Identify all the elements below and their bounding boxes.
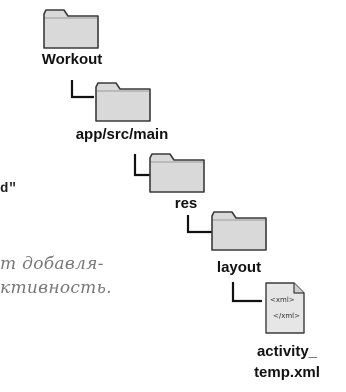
connector-workout-to-main — [70, 80, 94, 99]
connector-layout-to-file — [231, 282, 262, 303]
folder-icon — [95, 82, 151, 122]
xml-file-tag-close: </xml> — [273, 312, 300, 320]
xml-file-tag-open: <xml> — [270, 296, 295, 304]
folder-label-res: res — [174, 195, 198, 212]
folder-label-layout: layout — [216, 259, 262, 276]
file-label-line2: temp.xml — [254, 364, 320, 381]
code-fragment: d" — [0, 181, 17, 197]
connector-res-to-layout — [186, 215, 212, 234]
folder-label-workout: Workout — [41, 51, 103, 68]
folder-icon — [211, 211, 267, 251]
handwritten-note-line1: т добавля- — [0, 254, 104, 274]
folder-label-app-src-main: app/src/main — [75, 126, 169, 143]
xml-file-icon: <xml> </xml> — [265, 282, 305, 334]
folder-icon — [43, 9, 99, 49]
handwritten-note-line2: ктивность. — [0, 278, 112, 298]
file-label-line1: activity_ — [256, 343, 318, 360]
folder-icon — [149, 153, 205, 193]
